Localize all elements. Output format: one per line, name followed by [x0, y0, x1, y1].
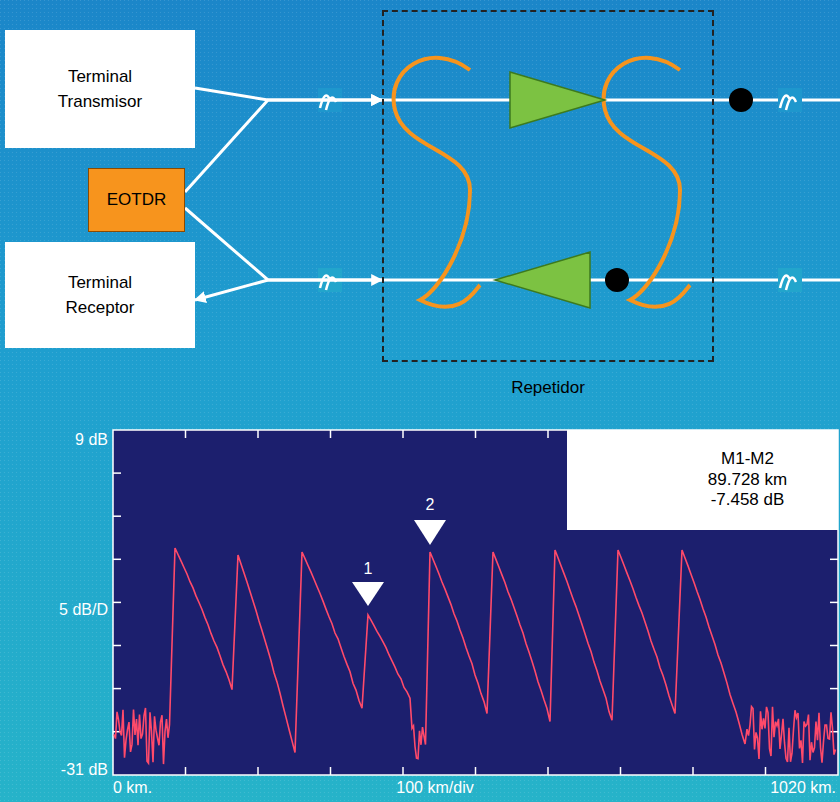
callout-number: 1: [364, 560, 373, 578]
otdr-trace: [114, 548, 836, 764]
fiber-connector: [195, 280, 382, 300]
fiber-coil: [394, 58, 480, 307]
axis-label: 100 km/div: [396, 779, 473, 797]
axis-label: 1020 km.: [770, 779, 836, 797]
axis-label: 0 km.: [113, 779, 152, 797]
node-label: Repetidor: [384, 378, 712, 398]
amplifier-triangle: [495, 252, 590, 308]
coupler-dot: [729, 88, 753, 112]
break-marks: [318, 88, 802, 292]
axis-label: -31 dB: [61, 761, 108, 779]
repeater-box: Repetidor: [382, 10, 714, 362]
readout-text: M1-M2: [721, 449, 774, 469]
terminal-box: Terminal Receptor: [5, 242, 195, 348]
axis-label: 5 dB/D: [59, 601, 108, 619]
node-label: Terminal Transmisor: [40, 64, 160, 115]
readout-text: -7.458 dB: [711, 490, 785, 510]
fiber-connector: [185, 100, 382, 192]
marker-triangle: [352, 582, 384, 606]
readout-box: M1-M289.728 km-7.458 dB: [567, 430, 838, 530]
axis-ticks: [113, 430, 838, 775]
amplifier-triangle: [510, 72, 605, 128]
callout-number: 2: [426, 496, 435, 514]
axis-label: 9 dB: [75, 431, 108, 449]
coupler-dot: [605, 268, 629, 292]
plot-area: [113, 430, 838, 775]
otdr-box: EOTDR: [88, 168, 185, 232]
marker-triangle: [414, 520, 446, 545]
fiber-coil: [604, 58, 690, 307]
fiber-connector: [195, 88, 382, 100]
fiber-connector: [185, 208, 382, 280]
fiber-line: [382, 99, 840, 102]
readout-text: 89.728 km: [708, 470, 787, 490]
terminal-box: Terminal Transmisor: [5, 30, 195, 148]
node-label: EOTDR: [107, 190, 167, 210]
node-label: Terminal Receptor: [40, 270, 160, 321]
